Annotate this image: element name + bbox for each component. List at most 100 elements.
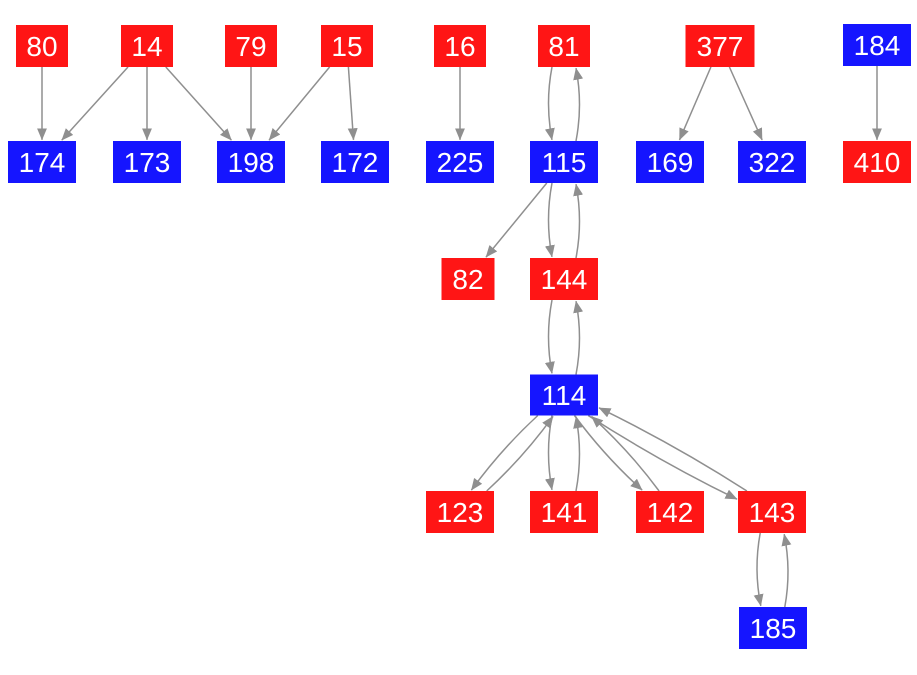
node-144-box [530, 258, 598, 300]
graph-node-80: 80 [16, 25, 68, 67]
edge-114-to-144 [573, 300, 584, 375]
graph-node-185: 185 [739, 607, 807, 649]
node-115-label: 115 [542, 147, 587, 178]
node-15-label: 15 [331, 31, 362, 62]
node-81-label: 81 [548, 31, 579, 62]
node-79-box [225, 25, 277, 67]
edge-14-to-198 [165, 66, 232, 141]
node-185-label: 185 [750, 613, 797, 644]
node-141-label: 141 [541, 497, 588, 528]
edge-114-to-123 [470, 414, 539, 491]
graph-node-16: 16 [434, 25, 486, 67]
graph-node-169: 169 [636, 141, 704, 183]
node-185-box [739, 607, 807, 649]
graph-node-225: 225 [426, 141, 494, 183]
graph-node-79: 79 [225, 25, 277, 67]
node-142-label: 142 [647, 497, 694, 528]
graph-node-173: 173 [113, 141, 181, 183]
edge-144-to-114 [544, 299, 555, 374]
node-172-box [321, 141, 389, 183]
node-322-label: 322 [749, 147, 796, 178]
graph-node-322: 322 [738, 141, 806, 183]
node-80-box [16, 25, 68, 67]
edge-114-to-142 [573, 415, 643, 491]
node-198-box [217, 141, 285, 183]
node-144-label: 144 [541, 264, 588, 295]
graph-node-115: 115 [530, 141, 598, 183]
edge-142-to-114 [590, 415, 660, 492]
node-169-label: 169 [647, 147, 694, 178]
graph-node-174: 174 [8, 141, 76, 183]
node-16-label: 16 [444, 31, 475, 62]
node-141-box [530, 491, 598, 533]
edge-115-to-144 [544, 182, 555, 258]
node-410-box [843, 141, 911, 183]
edge-141-to-114 [573, 416, 584, 492]
graph-node-114: 114 [530, 374, 598, 416]
node-225-box [426, 141, 494, 183]
graph-node-410: 410 [843, 141, 911, 183]
graph-node-82: 82 [441, 258, 495, 300]
edge-143-to-114 [598, 407, 748, 492]
edge-layer [37, 65, 882, 608]
node-123-box [426, 491, 494, 533]
node-184-box [843, 24, 911, 66]
node-225-label: 225 [437, 147, 484, 178]
node-198-label: 198 [228, 147, 275, 178]
node-82-label: 82 [452, 264, 483, 295]
node-14-label: 14 [131, 31, 162, 62]
graph-node-123: 123 [426, 491, 494, 533]
node-173-label: 173 [124, 147, 171, 178]
graph-node-142: 142 [636, 491, 704, 533]
node-16-box [434, 25, 486, 67]
edge-115-to-81 [573, 67, 584, 142]
graph-node-143: 143 [738, 491, 806, 533]
graph-node-144: 144 [530, 258, 598, 300]
edge-377-to-322 [728, 66, 763, 141]
edge-15-to-172 [347, 66, 358, 141]
node-169-box [636, 141, 704, 183]
node-174-label: 174 [19, 147, 66, 178]
node-81-box [538, 25, 590, 67]
graph-node-141: 141 [530, 491, 598, 533]
node-184-label: 184 [854, 30, 901, 61]
edge-114-to-143 [587, 414, 738, 500]
node-143-label: 143 [749, 497, 796, 528]
node-123-label: 123 [437, 497, 484, 528]
edge-143-to-185 [753, 532, 764, 607]
edge-144-to-115 [573, 183, 584, 259]
edge-123-to-114 [486, 415, 554, 492]
node-79-label: 79 [235, 31, 266, 62]
node-80-label: 80 [26, 31, 57, 62]
graph-node-15: 15 [321, 25, 373, 67]
node-114-label: 114 [542, 380, 587, 411]
edge-114-to-141 [544, 415, 555, 491]
node-377-label: 377 [697, 31, 744, 62]
edge-115-to-82 [485, 182, 548, 258]
node-322-box [738, 141, 806, 183]
edge-377-to-169 [678, 66, 712, 141]
graph-node-377: 377 [685, 25, 755, 67]
node-143-box [738, 491, 806, 533]
node-410-label: 410 [854, 147, 901, 178]
node-82-box [441, 258, 495, 300]
node-114-box [530, 374, 598, 416]
node-174-box [8, 141, 76, 183]
node-115-box [530, 141, 598, 183]
edge-14-to-174 [61, 66, 129, 141]
node-142-box [636, 491, 704, 533]
edge-185-to-143 [781, 533, 792, 608]
node-14-box [121, 25, 173, 67]
edge-15-to-198 [268, 66, 331, 141]
graph-node-81: 81 [538, 25, 590, 67]
node-173-box [113, 141, 181, 183]
graph-node-198: 198 [217, 141, 285, 183]
node-15-box [321, 25, 373, 67]
graph-node-14: 14 [121, 25, 173, 67]
edge-81-to-115 [544, 66, 555, 141]
node-377-box [685, 25, 755, 67]
